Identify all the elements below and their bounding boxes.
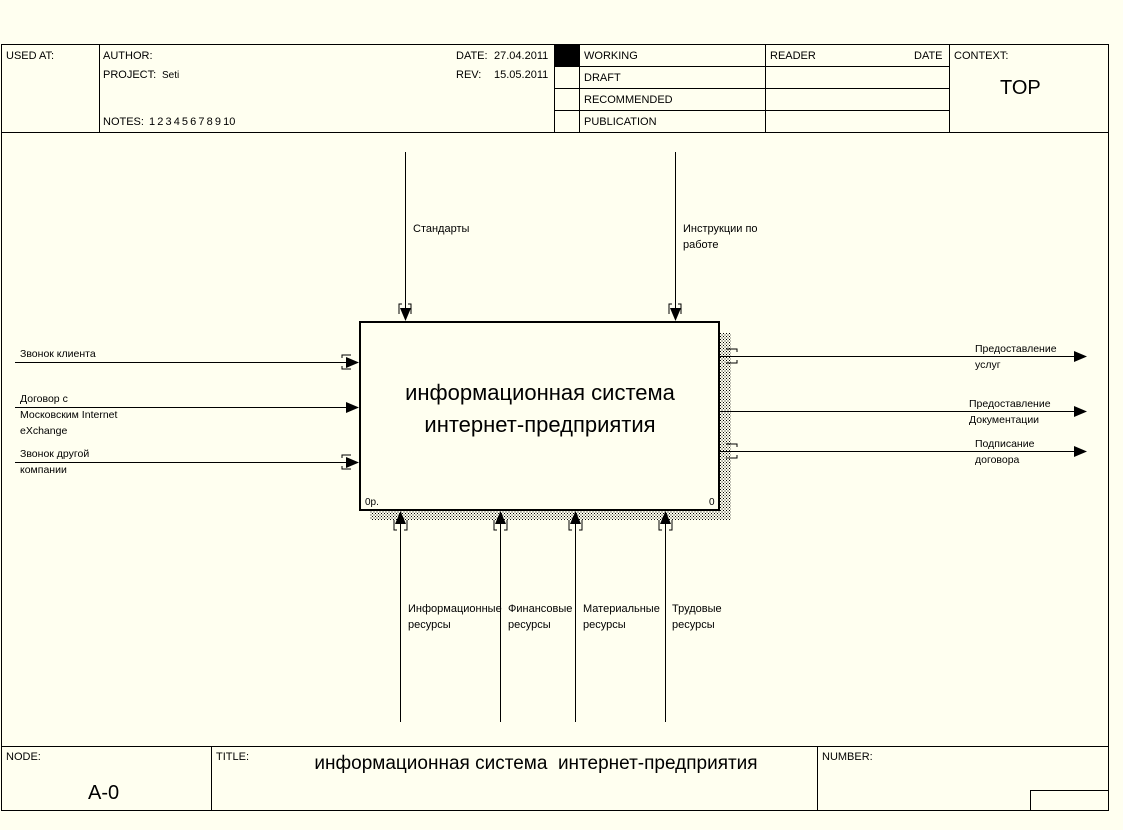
activity-number: 0 (709, 497, 715, 508)
mechanism-label: Трудовые ресурсы (672, 603, 722, 631)
activity-cost: 0р. (365, 497, 379, 508)
reader-date-label: DATE (914, 50, 943, 62)
status-recommended: RECOMMENDED (584, 94, 673, 106)
control-label: Стандарты (413, 223, 470, 235)
output-label: Предоставление услуг (975, 343, 1057, 371)
input-label: Звонок другой компании (20, 448, 90, 476)
rev-value: 15.05.2011 (494, 69, 549, 81)
input-label: Договор с Московским Internet eXchange (20, 393, 118, 437)
date-value: 27.04.2011 (494, 50, 549, 62)
status-draft: DRAFT (584, 72, 621, 84)
author-label: AUTHOR: (103, 50, 153, 62)
used-at-label: USED AT: (6, 50, 55, 62)
project-value: Seti (162, 70, 180, 81)
node-value: A-0 (88, 782, 120, 804)
date-label: DATE: (456, 50, 488, 62)
node-label: NODE: (6, 751, 41, 763)
output-label: Подписание договора (975, 438, 1035, 466)
footer-title: информационная система интернет-предприя… (314, 753, 758, 774)
context-value: TOP (1000, 77, 1041, 99)
status-publication: PUBLICATION (584, 116, 657, 128)
activity-title: информационная система интернет-предприя… (405, 380, 675, 437)
mechanism-label: Финансовые ресурсы (508, 603, 573, 631)
mechanism-label: Информационные ресурсы (408, 603, 502, 631)
project-label: PROJECT: (103, 69, 157, 81)
title-label: TITLE: (216, 751, 250, 763)
output-label: Предоставление Документации (969, 398, 1051, 426)
working-status-marker (555, 45, 579, 66)
control-label: Инструкции по работе (683, 223, 758, 251)
status-working: WORKING (584, 50, 638, 62)
context-label: CONTEXT: (954, 50, 1009, 62)
mechanism-label: Материальные ресурсы (583, 603, 660, 631)
notes-value: 1 2 3 4 5 6 7 8 9 10 (149, 116, 236, 128)
rev-label: REV: (456, 69, 482, 81)
number-label: NUMBER: (822, 751, 873, 763)
notes-label: NOTES: (103, 116, 144, 128)
input-label: Звонок клиента (20, 348, 96, 360)
activity-box (359, 321, 720, 511)
reader-label: READER (770, 50, 816, 62)
